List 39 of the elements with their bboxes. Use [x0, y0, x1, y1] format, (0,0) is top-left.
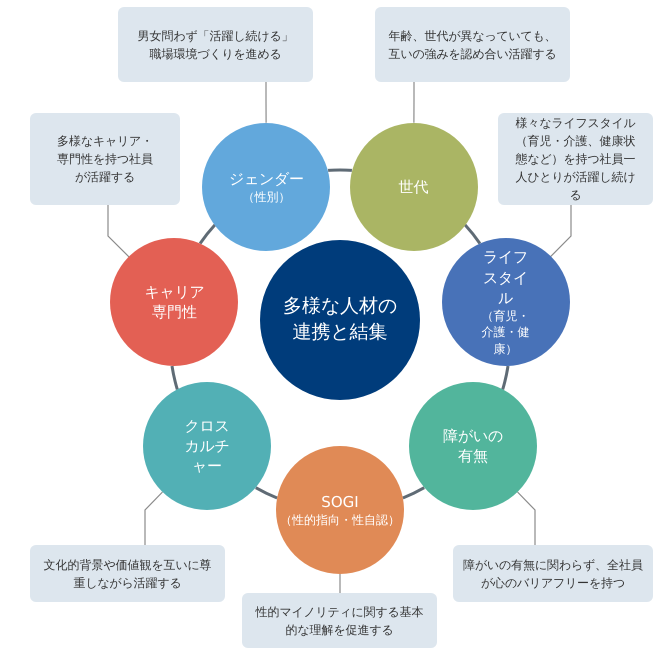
circle-label: クロスカルチャー — [184, 416, 231, 476]
ring-arc — [328, 168, 352, 172]
circle-label: ライフスタイル — [482, 247, 530, 308]
leader-line — [144, 492, 163, 545]
circle-sublabel: （性的指向・性自認） — [280, 512, 400, 528]
callout-text: 障がいの有無に関わらず、全社員が心のバリアフリーを持つ — [463, 556, 643, 592]
circle-label: ジェンダー — [228, 168, 304, 189]
ring-arc — [402, 486, 425, 500]
leader-line — [339, 574, 341, 594]
callout-box — [498, 113, 653, 205]
ring-arc — [170, 366, 179, 390]
callout-box — [118, 7, 313, 82]
callout-text: 年齢、世代が異なっていても、互いの強みを認め合い活躍する — [388, 28, 558, 62]
callout-text: 文化的背景や価値観を互いに尊重しながら活躍する — [42, 556, 212, 592]
leader-line — [517, 492, 536, 545]
callout-text: 男女問わず「活躍し続ける」職場環境づくりを進める — [136, 28, 294, 62]
callout-text: 性的マイノリティに関する基本的な理解を促進する — [254, 604, 424, 638]
callout-text: 多様なキャリア・専門性を持つ社員が活躍する — [56, 133, 154, 186]
callout-box — [242, 593, 437, 648]
callout-box — [453, 545, 653, 602]
leader-line — [265, 82, 267, 123]
circle-label: キャリア専門性 — [143, 282, 206, 322]
circle-label: 障がいの有無 — [442, 426, 504, 466]
callout-box — [30, 113, 180, 205]
circle-label: SOGI — [321, 492, 359, 512]
callout-box — [30, 545, 225, 602]
circle-sublabel: （性別） — [242, 188, 290, 206]
leader-line — [550, 205, 572, 257]
leader-line — [107, 205, 130, 258]
leader-line — [413, 82, 415, 123]
ring-arc — [464, 224, 482, 244]
circle-label: 世代 — [398, 176, 429, 197]
callout-text: 様々なライフスタイル（育児・介護、健康状態など）を持つ社員一人ひとりが活躍し続ける — [514, 115, 636, 204]
ring-arc — [501, 366, 510, 390]
callout-box — [375, 7, 570, 82]
circle-sublabel: （育児・介護・健康） — [480, 308, 531, 357]
circle-label: 多様な人材の連携と結集 — [282, 294, 398, 345]
ring-arc — [198, 224, 216, 244]
ring-arc — [255, 486, 278, 500]
